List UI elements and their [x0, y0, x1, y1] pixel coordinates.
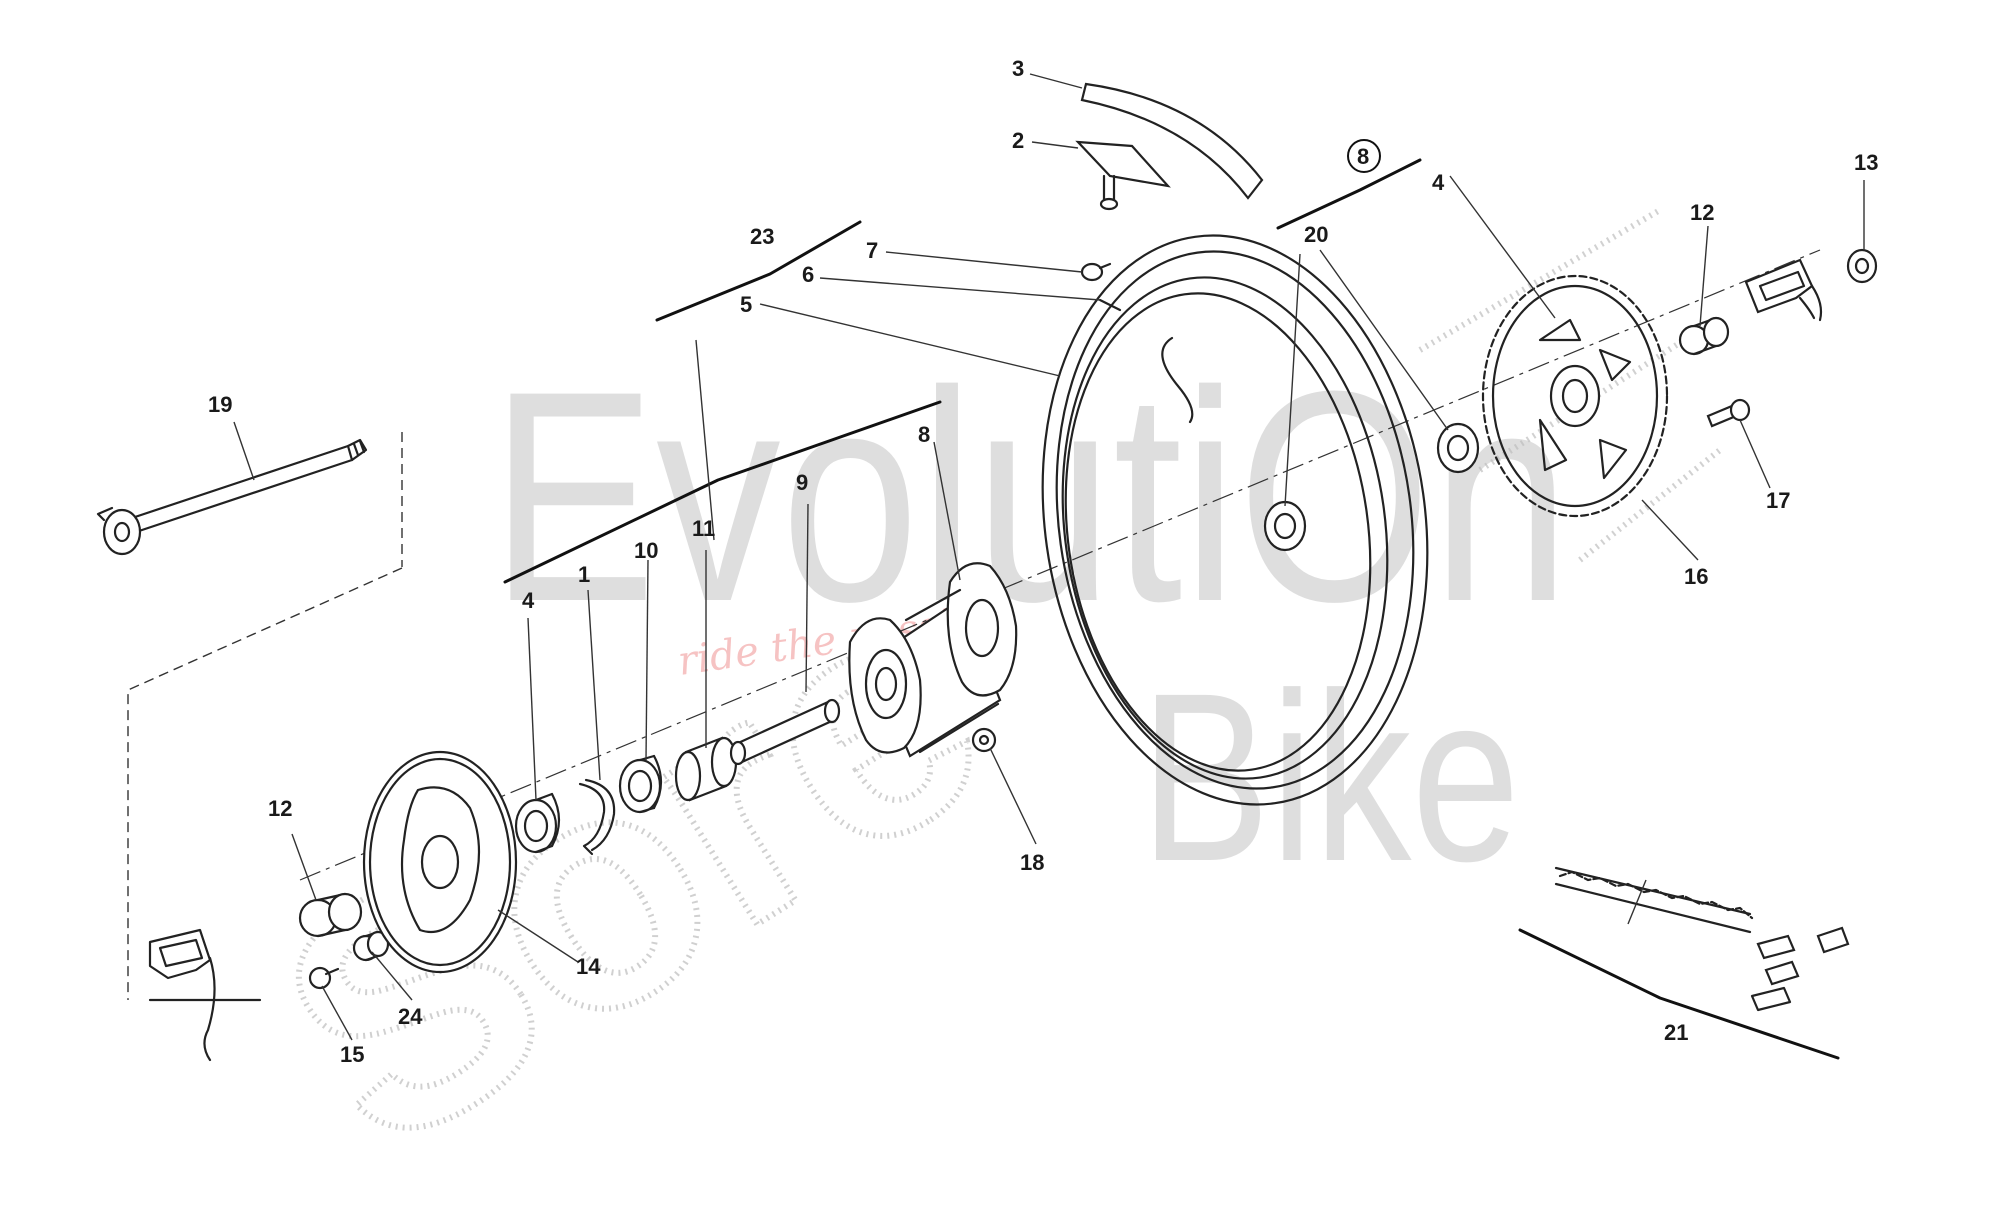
left-dashed-guide: [127, 567, 403, 1000]
circlip: [578, 778, 616, 856]
wheel-bearing-left: [1263, 500, 1307, 552]
rim-tape: [1080, 82, 1264, 200]
callout-1: 1: [578, 562, 590, 587]
bracket-8-circled: [1276, 158, 1422, 230]
leader-lines: [233, 73, 1865, 1041]
callouts: 3 2 7 6 5 23 8 9 4 1 10 11 18 19 12 14 2…: [208, 56, 1878, 1067]
callout-16: 16: [1684, 564, 1708, 589]
callout-9: 9: [796, 470, 808, 495]
callout-4-left: 4: [522, 588, 535, 613]
bracket-23: [655, 220, 862, 322]
callout-23: 23: [750, 224, 774, 249]
inner-tube-valve: [1075, 140, 1171, 211]
disc-bolt: [308, 966, 340, 990]
callout-7: 7: [866, 238, 878, 263]
watermark-brand-line2: Bike: [1140, 643, 1520, 911]
callout-21: 21: [1664, 1020, 1688, 1045]
axle-spacer-tube: [729, 698, 841, 766]
bearing-left: [514, 792, 561, 854]
bracket-hub-assembly: [503, 400, 942, 584]
callout-12-left: 12: [268, 796, 292, 821]
sprocket-bolt: [1706, 398, 1751, 428]
bearing-spacer: [674, 736, 738, 802]
watermark-spray-strokes: [1418, 207, 1722, 563]
callout-5: 5: [740, 292, 752, 317]
callout-4-right: 4: [1432, 170, 1445, 195]
rear-sprocket: [1481, 274, 1669, 518]
bearing-right: [618, 754, 663, 814]
center-axis-line: [299, 249, 1821, 881]
callout-10: 10: [634, 538, 658, 563]
bolt-bushing: [352, 930, 390, 962]
callout-20: 20: [1304, 222, 1328, 247]
right-spacer: [1678, 316, 1730, 356]
adjuster-nut: [1846, 248, 1878, 284]
brake-disc: [362, 750, 518, 974]
left-spacer: [298, 892, 363, 938]
watermark-brand-line1: EvolutiOn: [490, 328, 1570, 664]
wheel-hub: [848, 562, 1018, 758]
callout-24: 24: [398, 1004, 423, 1029]
callout-15: 15: [340, 1042, 364, 1067]
rear-axle: [96, 438, 368, 556]
right-chain-adjuster: [1744, 258, 1823, 322]
spoke-nut: [971, 727, 997, 753]
callout-8: 8: [918, 422, 930, 447]
wheel-rim: [1041, 234, 1429, 806]
left-chain-adjuster: [148, 928, 262, 1062]
callout-3: 3: [1012, 56, 1024, 81]
callout-11: 11: [692, 516, 715, 541]
callout-8-circled: 8: [1357, 144, 1369, 169]
wheel-bearing-right: [1436, 422, 1480, 474]
callout-6: 6: [802, 262, 814, 287]
spoke-nipple: [1080, 262, 1112, 282]
callout-18: 18: [1020, 850, 1044, 875]
callout-8-circle: [1347, 139, 1381, 173]
spoke: [1098, 298, 1122, 312]
bracket-21: [1518, 928, 1840, 1060]
callout-12-right: 12: [1690, 200, 1714, 225]
callout-17: 17: [1766, 488, 1790, 513]
callout-2: 2: [1012, 128, 1024, 153]
callout-14: 14: [576, 954, 601, 979]
callout-13: 13: [1854, 150, 1878, 175]
drive-chain: [1554, 866, 1850, 1012]
callout-19: 19: [208, 392, 232, 417]
